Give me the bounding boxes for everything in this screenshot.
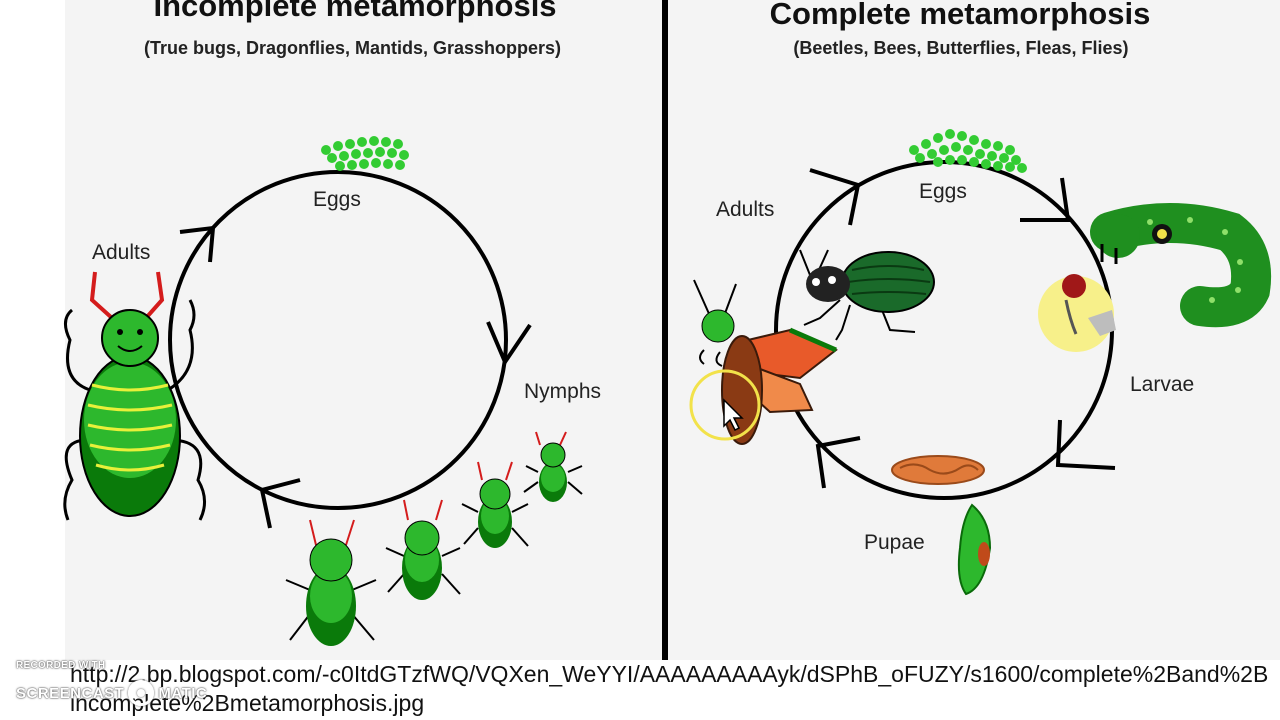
right-eggs-label: Eggs [919, 180, 967, 203]
left-panel [65, 0, 663, 660]
caterpillar-illustration [1090, 203, 1272, 328]
incomplete-cycle-circle [168, 170, 508, 510]
watermark-brand-left: SCREENCAST [16, 684, 125, 702]
cursor-highlight [689, 369, 761, 441]
incomplete-title: Incomplete metamorphosis [153, 0, 557, 23]
pupae-label: Pupae [864, 531, 925, 554]
left-eggs-label: Eggs [313, 188, 361, 211]
adult-bug-illustration [63, 271, 206, 521]
incomplete-cycle-arrows [179, 225, 532, 529]
winged-adult-illustration [693, 279, 838, 445]
complete-title: Complete metamorphosis [769, 0, 1151, 31]
panel-divider [662, 0, 668, 660]
watermark-brand: SCREENCAST MATIC [16, 680, 207, 706]
screencast-logo-icon [128, 680, 155, 706]
right-adults-label: Adults [716, 198, 775, 221]
nymphs-label: Nymphs [524, 380, 602, 403]
hatching-larva-illustration [1038, 274, 1116, 352]
source-url-text: http://2.bp.blogspot.com/-c0ItdGTzfWQ/VQ… [70, 661, 1269, 716]
watermark-brand-right: MATIC [158, 684, 208, 702]
metamorphosis-diagram [63, 129, 1272, 646]
nymph-illustrations [285, 431, 583, 646]
left-adults-label: Adults [92, 241, 151, 264]
right-eggs-cluster [909, 129, 1027, 173]
incomplete-subtitle: (True bugs, Dragonflies, Mantids, Grassh… [143, 38, 562, 58]
beetle-illustration [799, 249, 935, 341]
left-eggs-cluster [321, 136, 409, 171]
complete-subtitle: (Beetles, Bees, Butterflies, Fleas, Flie… [793, 38, 1129, 58]
watermark-recorded-with: RECORDED WITH [16, 660, 106, 671]
larvae-label: Larvae [1130, 373, 1195, 396]
complete-cycle-arrows [809, 168, 1116, 489]
pupa-illustrations [891, 455, 992, 596]
